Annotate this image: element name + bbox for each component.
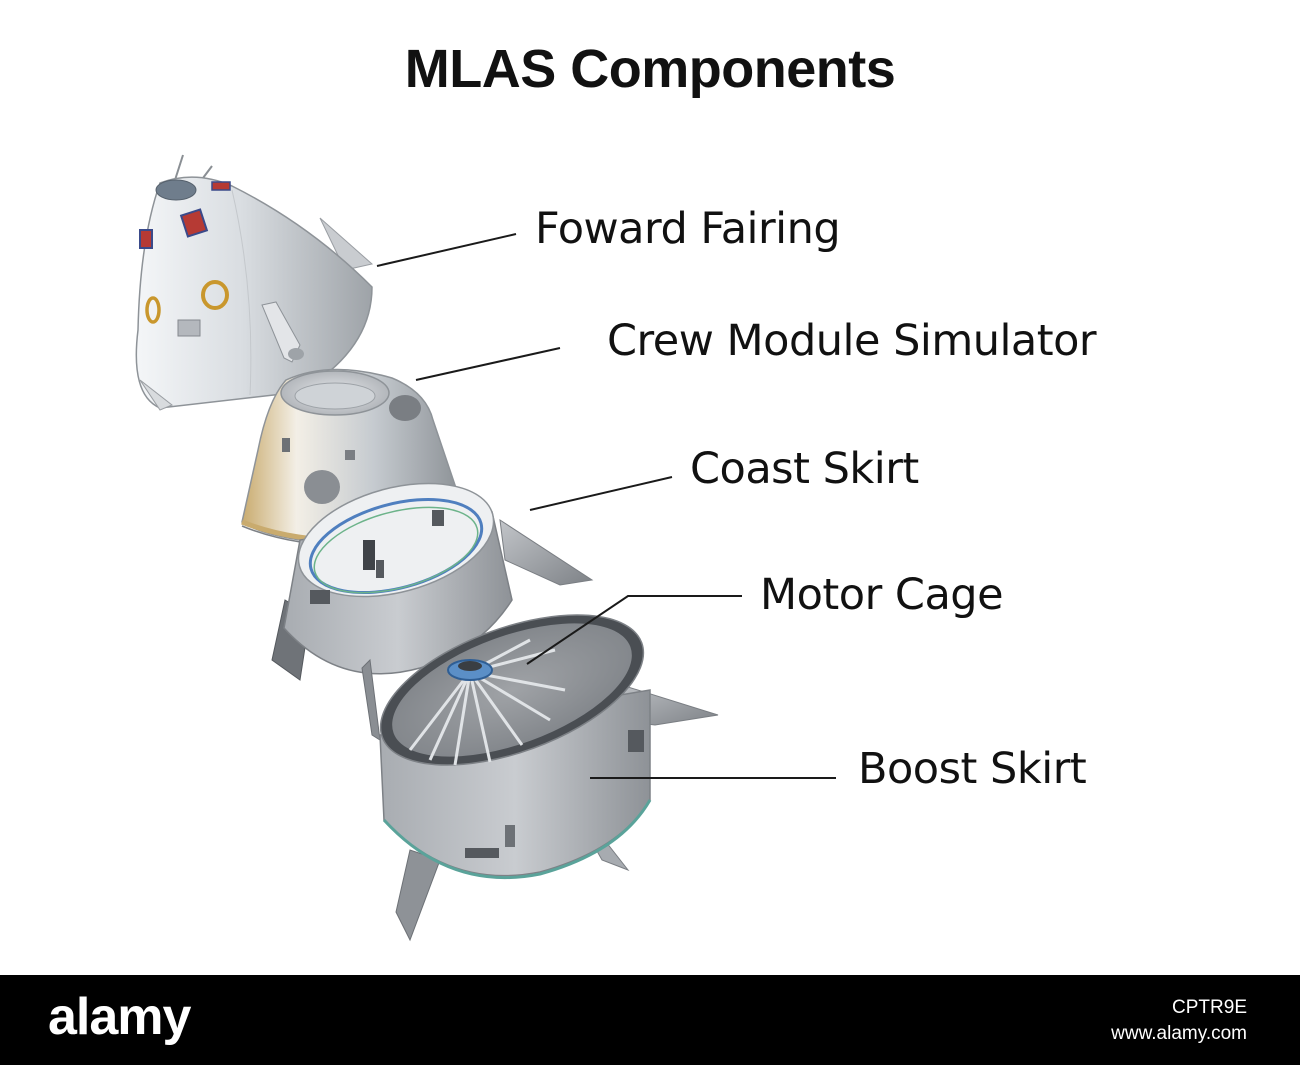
label-forward-fairing: Foward Fairing: [535, 204, 841, 254]
diagram-title: MLAS Components: [404, 39, 896, 99]
site-url-label: www.alamy.com: [1111, 1023, 1247, 1044]
label-motor-cage: Motor Cage: [760, 570, 1004, 620]
leader-line-coast-skirt: [529, 476, 673, 511]
label-coast-skirt: Coast Skirt: [690, 444, 919, 494]
stock-photo-footer: alamy CPTR9E www.alamy.com: [0, 975, 1300, 1065]
leader-line-forward-fairing: [376, 233, 517, 267]
coast-skirt-part: [271, 482, 594, 741]
watermark-logo: alamy: [48, 988, 191, 1046]
leader-line-crew-module: [415, 347, 561, 381]
label-crew-module-simulator: Crew Module Simulator: [607, 316, 1097, 366]
forward-fairing-part: [135, 154, 374, 411]
diagram-canvas: MLAS Components: [135, 39, 1097, 942]
leader-line-motor-cage: [526, 595, 742, 665]
image-id-label: CPTR9E: [1172, 997, 1247, 1018]
exploded-vehicle-illustration: [135, 154, 836, 942]
label-boost-skirt: Boost Skirt: [858, 744, 1087, 794]
boost-skirt-part: [379, 614, 719, 942]
